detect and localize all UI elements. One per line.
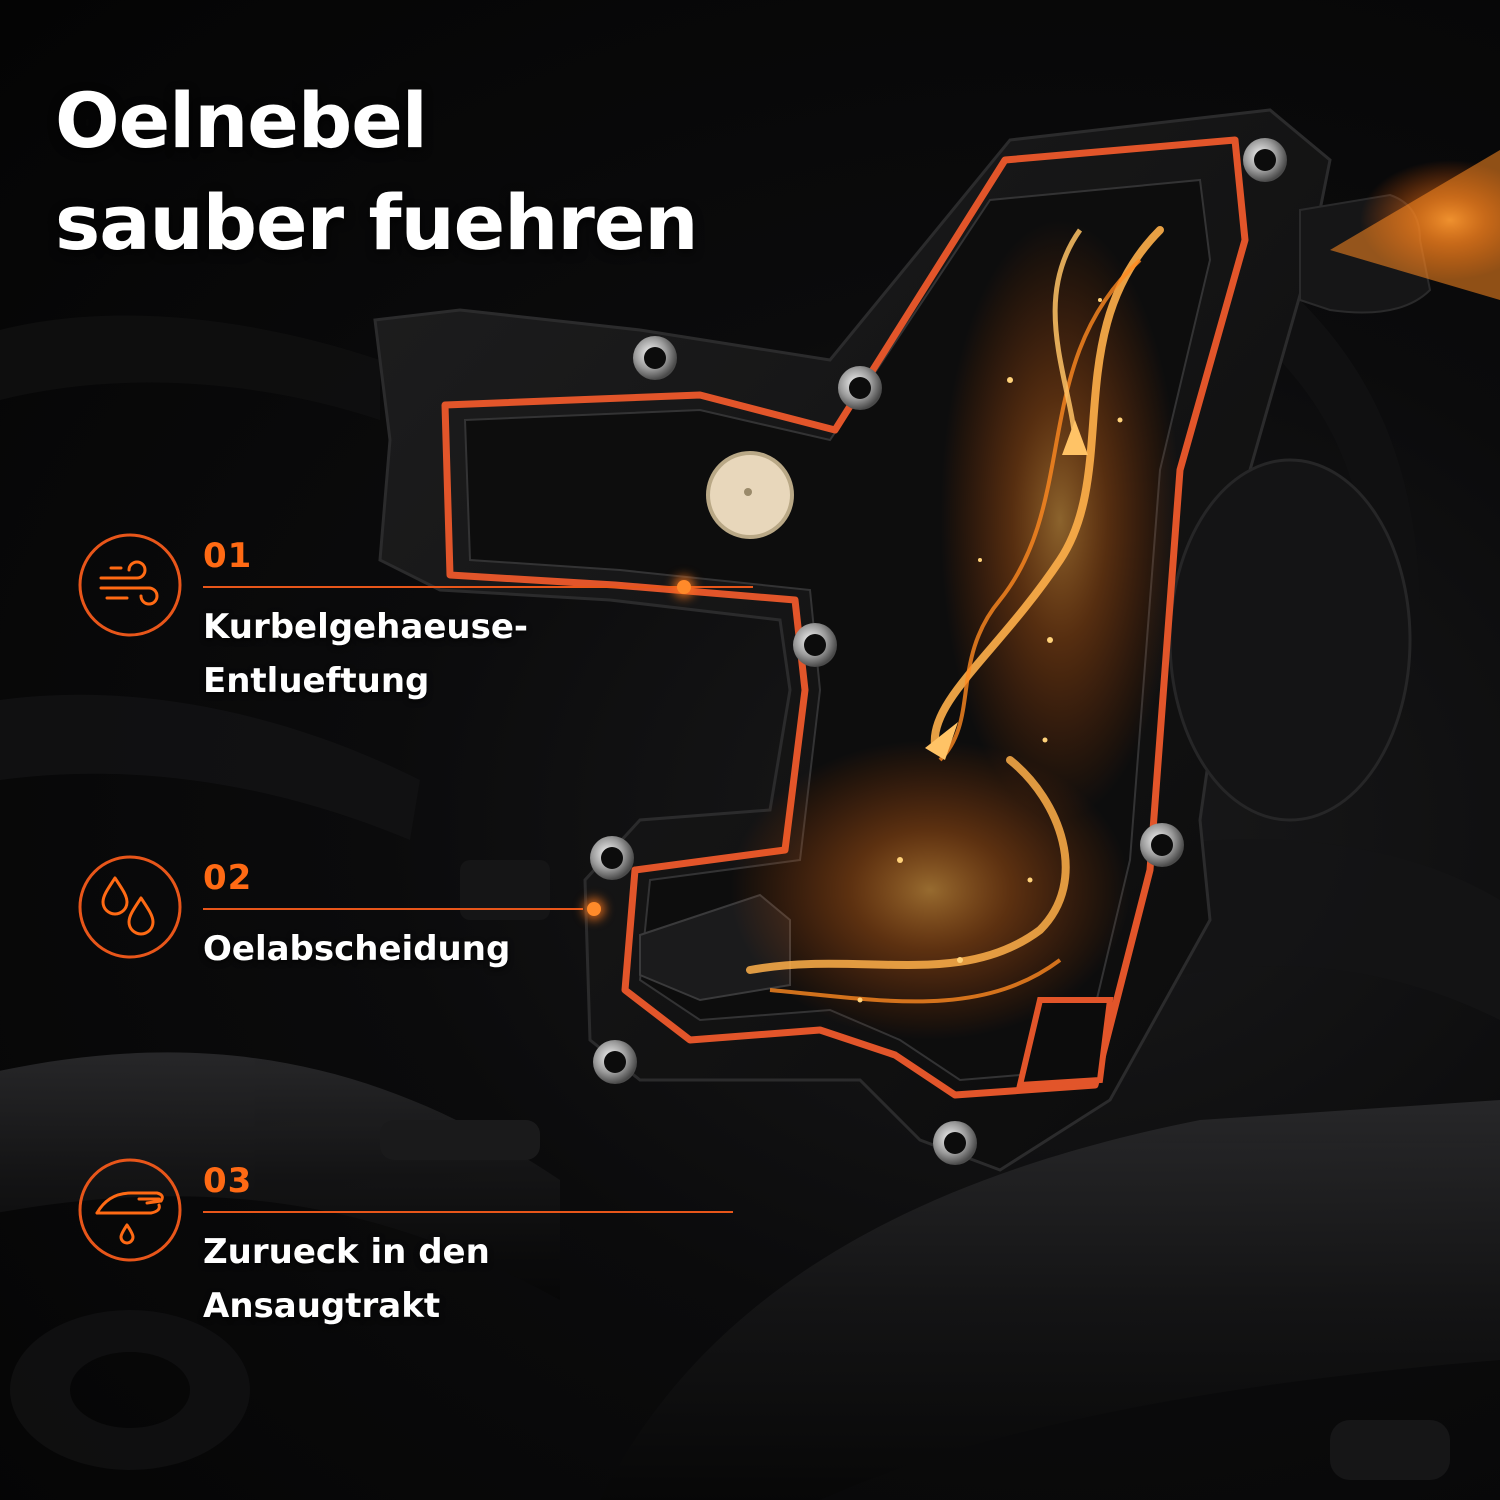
engine-hoses xyxy=(0,300,1500,1500)
feature-01: 01 Kurbelgehaeuse- Entlueftung xyxy=(75,530,775,730)
headline-line-2: sauber fuehren xyxy=(55,178,698,267)
feature-number: 01 xyxy=(203,536,253,576)
wind-icon xyxy=(78,533,182,637)
feature-label: Kurbelgehaeuse- Entlueftung xyxy=(203,607,528,701)
leader-line xyxy=(203,908,583,910)
leader-dot xyxy=(587,902,601,916)
oil-mist-flow xyxy=(730,150,1500,1040)
feature-label: Oelabscheidung xyxy=(203,929,511,969)
bolt-washers xyxy=(590,138,1287,1165)
feature-number: 03 xyxy=(203,1161,253,1201)
leader-dot xyxy=(677,580,691,594)
feature-label: Zurueck in den Ansaugtrakt xyxy=(203,1232,490,1326)
feature-number: 02 xyxy=(203,858,253,898)
headline-line-1: Oelnebel xyxy=(55,76,428,165)
hand-drip-icon xyxy=(78,1158,182,1262)
gasket-seal xyxy=(441,136,1249,1099)
oil-drops-icon xyxy=(78,855,182,959)
headline: Oelnebel sauber fuehren xyxy=(55,70,698,274)
leader-line xyxy=(203,586,753,588)
feature-03: 03 Zurueck in den Ansaugtrakt xyxy=(75,1155,775,1355)
feature-02: 02 Oelabscheidung xyxy=(75,852,775,1052)
leader-line xyxy=(203,1211,733,1213)
